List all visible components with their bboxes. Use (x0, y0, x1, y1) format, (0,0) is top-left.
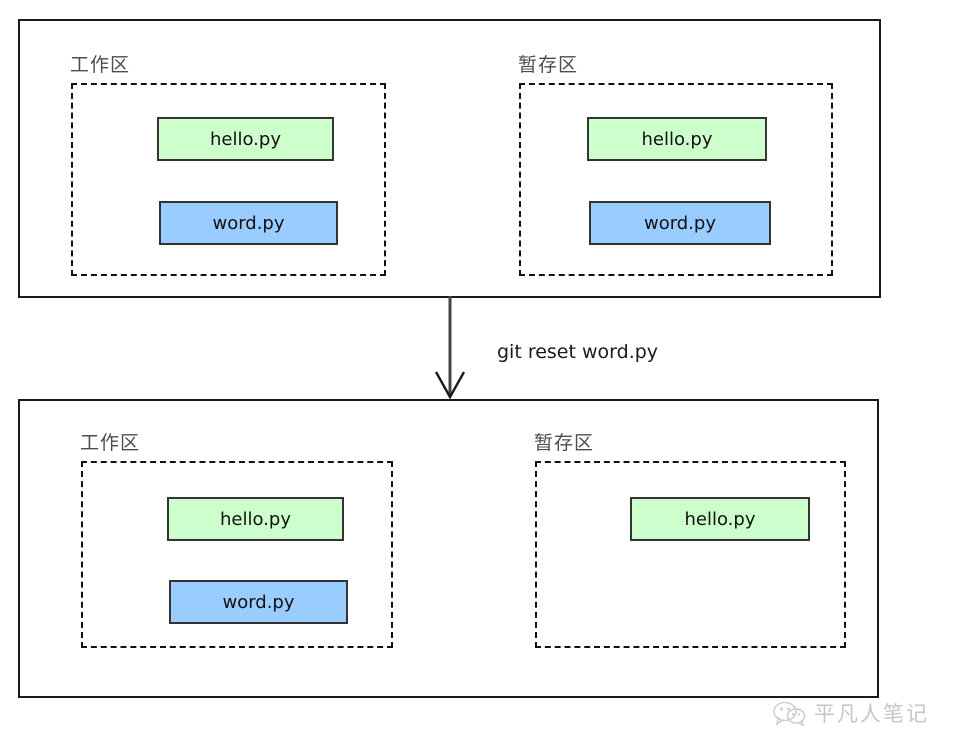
wechat-icon (773, 701, 806, 726)
watermark: 平凡人笔记 (772, 698, 929, 728)
state-after-container: 工作区 hello.py word.py 暂存区 hello.py (18, 399, 879, 698)
file-chip-hello-py[interactable]: hello.py (167, 497, 344, 541)
zone-title-after-workspace: 工作区 (80, 432, 141, 454)
watermark-text: 平凡人笔记 (814, 702, 929, 726)
zone-box-before-staging: hello.py word.py (519, 83, 833, 276)
file-chip-label: hello.py (641, 128, 713, 150)
file-chip-label: hello.py (220, 508, 291, 530)
zone-box-after-workspace: hello.py word.py (81, 461, 393, 648)
file-chip-word-py[interactable]: word.py (589, 201, 771, 245)
file-chip-word-py[interactable]: word.py (169, 580, 348, 624)
zone-box-before-workspace: hello.py word.py (71, 83, 386, 276)
zone-title-before-workspace: 工作区 (70, 54, 131, 76)
file-chip-label: hello.py (210, 128, 281, 150)
zone-box-after-staging: hello.py (535, 461, 846, 648)
state-before-container: 工作区 hello.py word.py 暂存区 hello.py word.p… (18, 19, 881, 298)
transition-arrow (425, 296, 485, 400)
transition-label: git reset word.py (497, 341, 659, 363)
file-chip-label: hello.py (684, 508, 756, 530)
file-chip-word-py[interactable]: word.py (159, 201, 338, 245)
file-chip-hello-py[interactable]: hello.py (630, 497, 810, 541)
file-chip-label: word.py (222, 591, 295, 613)
zone-title-after-staging: 暂存区 (534, 432, 595, 454)
down-arrow-icon (434, 296, 466, 400)
file-chip-label: word.py (212, 212, 285, 234)
file-chip-hello-py[interactable]: hello.py (587, 117, 767, 161)
zone-title-before-staging: 暂存区 (518, 54, 579, 76)
file-chip-label: word.py (643, 212, 717, 234)
file-chip-hello-py[interactable]: hello.py (157, 117, 334, 161)
